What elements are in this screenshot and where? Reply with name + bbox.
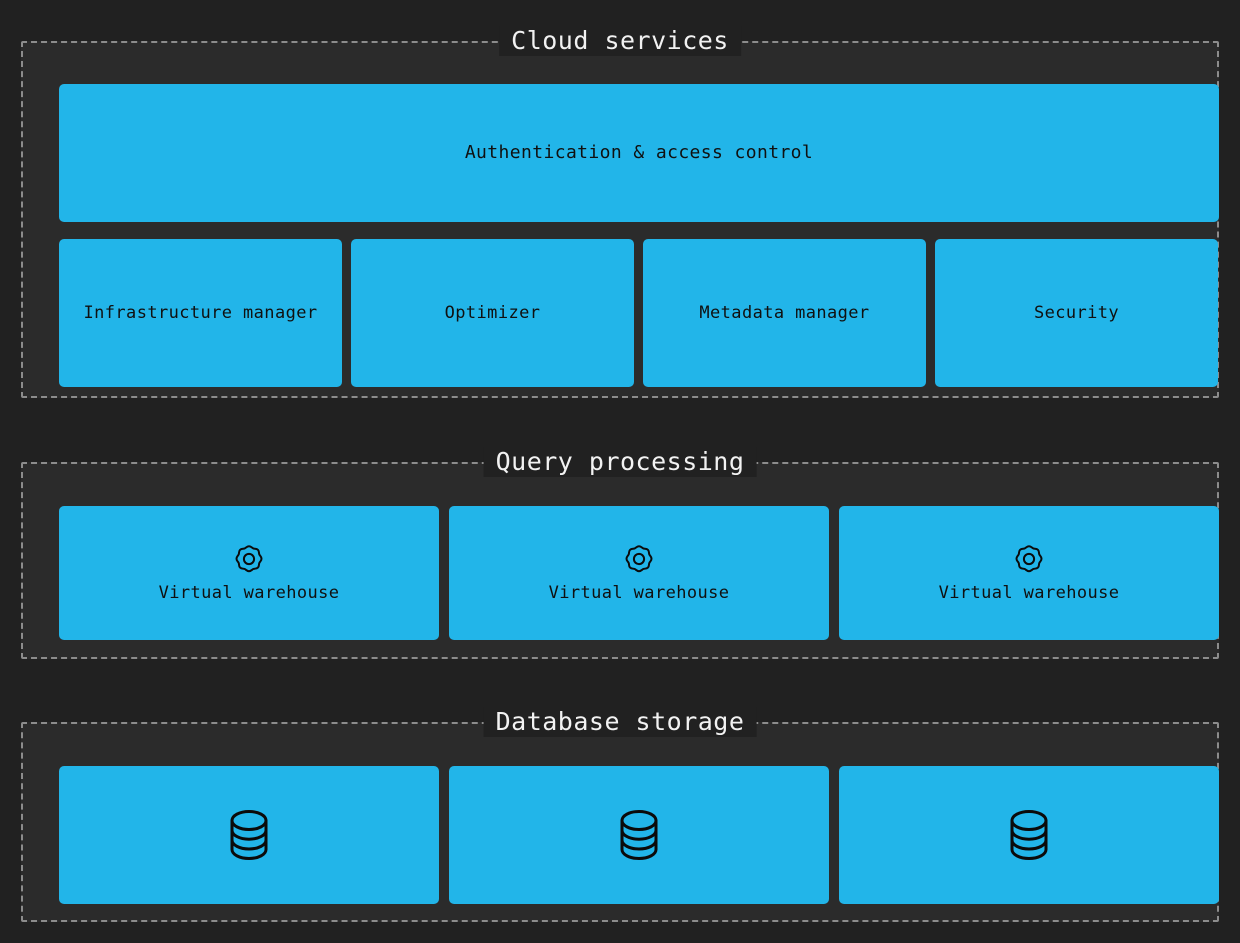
node-label-virtual-warehouse-3: Virtual warehouse [938, 582, 1120, 603]
database-icon [1006, 807, 1052, 863]
node-label-virtual-warehouse-2: Virtual warehouse [548, 582, 730, 603]
node-optimizer[interactable]: Optimizer [351, 239, 634, 387]
database-icon [226, 807, 272, 863]
node-authentication-access-control[interactable]: Authentication & access control [59, 84, 1219, 222]
section-title-cloud-services: Cloud services [499, 26, 741, 56]
section-title-database-storage: Database storage [483, 707, 757, 737]
node-database-2[interactable] [449, 766, 829, 904]
node-infrastructure-manager[interactable]: Infrastructure manager [59, 239, 342, 387]
gear-icon [1013, 543, 1045, 575]
node-security[interactable]: Security [935, 239, 1218, 387]
node-virtual-warehouse-1[interactable]: Virtual warehouse [59, 506, 439, 640]
node-label-virtual-warehouse-1: Virtual warehouse [158, 582, 340, 603]
node-label-authentication-access-control: Authentication & access control [464, 142, 814, 163]
section-cloud-services: Cloud services Authentication & access c… [21, 26, 1219, 398]
node-virtual-warehouse-3[interactable]: Virtual warehouse [839, 506, 1219, 640]
node-label-metadata-manager: Metadata manager [699, 303, 870, 323]
section-database-storage: Database storage [21, 707, 1219, 922]
node-label-optimizer: Optimizer [444, 303, 541, 323]
section-body-query-processing: Virtual warehouse Virtual warehouse [40, 464, 1219, 657]
node-label-security: Security [1033, 303, 1120, 323]
node-database-3[interactable] [839, 766, 1219, 904]
section-body-database-storage [40, 724, 1219, 920]
node-virtual-warehouse-2[interactable]: Virtual warehouse [449, 506, 829, 640]
section-query-processing: Query processing Virtual warehouse [21, 447, 1219, 659]
gear-icon [623, 543, 655, 575]
node-metadata-manager[interactable]: Metadata manager [643, 239, 926, 387]
section-body-cloud-services: Authentication & access control Infrastr… [40, 43, 1219, 396]
gear-icon [233, 543, 265, 575]
node-database-1[interactable] [59, 766, 439, 904]
node-label-infrastructure-manager: Infrastructure manager [83, 303, 318, 323]
database-icon [616, 807, 662, 863]
section-title-query-processing: Query processing [483, 447, 757, 477]
